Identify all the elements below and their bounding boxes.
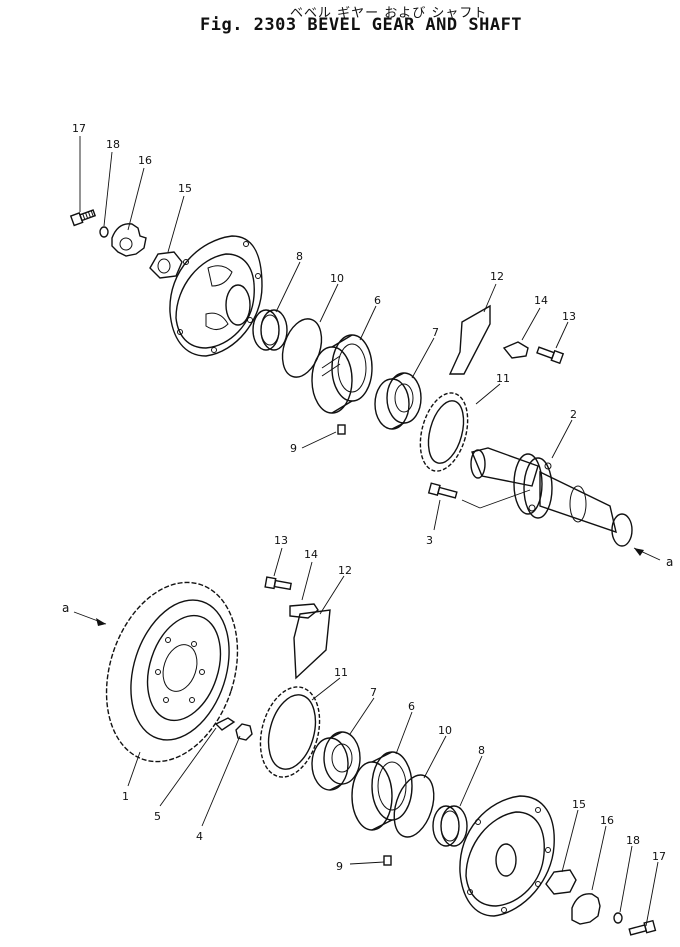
label-18-lower: 18 [626,834,640,847]
upper-assembly: 17 18 16 15 8 10 6 12 14 13 7 11 2 9 3 a [69,122,673,569]
label-13: 13 [562,310,576,323]
lower-assembly: 13 14 12 11 7 6 10 8 1 5 4 9 15 16 18 17… [62,534,666,936]
label-17: 17 [72,122,86,135]
label-1: 1 [122,790,129,803]
oil-seal-8-upper [252,309,288,351]
figure-title: Fig. 2303 BEVEL GEAR AND SHAFT [200,15,523,35]
label-12-lower: 12 [338,564,352,577]
flange-hub-upper [169,235,263,357]
label-9: 9 [290,442,297,455]
title-japanese: ベベル ギヤー および シャフト [290,6,488,21]
label-18: 18 [106,138,120,151]
label-6-lower: 6 [408,700,415,713]
gear-ring-11-upper [419,392,469,472]
direction-a-lower: a [62,601,69,615]
washer-18-upper [99,226,109,238]
label-8: 8 [296,250,303,263]
flange-hub-lower [459,795,555,917]
bearing-case-6-lower [351,751,413,831]
direction-a-upper: a [666,555,673,569]
grease-nipple-9-lower [383,855,392,866]
grease-nipple-9-upper [337,424,346,435]
label-8-lower: 8 [478,744,485,757]
bearing-7-upper [374,372,422,430]
label-11: 11 [496,372,510,385]
label-2: 2 [570,408,577,421]
label-10-lower: 10 [438,724,452,737]
bolt-17-upper [69,209,97,227]
gear-ring-11-lower [259,686,321,778]
label-14-lower: 14 [304,548,318,561]
tab-14-lower [289,603,319,619]
label-3: 3 [426,534,433,547]
label-12: 12 [490,270,504,283]
label-15-lower: 15 [572,798,586,811]
lock-plate-16-lower [571,893,601,925]
label-16-lower: 16 [600,814,614,827]
label-13-lower: 13 [274,534,288,547]
lower-leader-lines [73,547,659,927]
label-7-lower: 7 [370,686,377,699]
nut-4 [235,723,253,741]
dowel-5 [214,717,236,731]
label-15: 15 [178,182,192,195]
oil-seal-8-lower [432,805,468,847]
bearing-case-6-upper [311,334,373,414]
bolt-3-upper [427,482,458,499]
bolt-13-upper [536,346,565,365]
label-10: 10 [330,272,344,285]
bracket-12-upper [448,304,491,375]
nut-15-upper [149,251,183,279]
label-11-lower: 11 [334,666,348,679]
label-9-lower: 9 [336,860,343,873]
label-5: 5 [154,810,161,823]
bearing-7-lower [311,731,361,791]
o-ring-10-upper [281,318,323,378]
nut-15-lower [545,869,577,895]
label-17-lower: 17 [652,850,666,863]
label-4: 4 [196,830,203,843]
bracket-12-lower [293,609,331,680]
o-ring-10-lower [393,774,435,838]
washer-18-lower [613,912,623,924]
bevel-gear-1 [105,581,239,763]
label-6: 6 [374,294,381,307]
bolt-17-lower [628,919,657,936]
lock-plate-16-upper [111,223,147,257]
label-16: 16 [138,154,152,167]
bolt-13-lower [264,576,292,591]
tab-14-upper [502,341,529,359]
upper-leader-lines [79,136,661,561]
shaft-2-upper [470,447,633,547]
label-7: 7 [432,326,439,339]
label-14: 14 [534,294,548,307]
